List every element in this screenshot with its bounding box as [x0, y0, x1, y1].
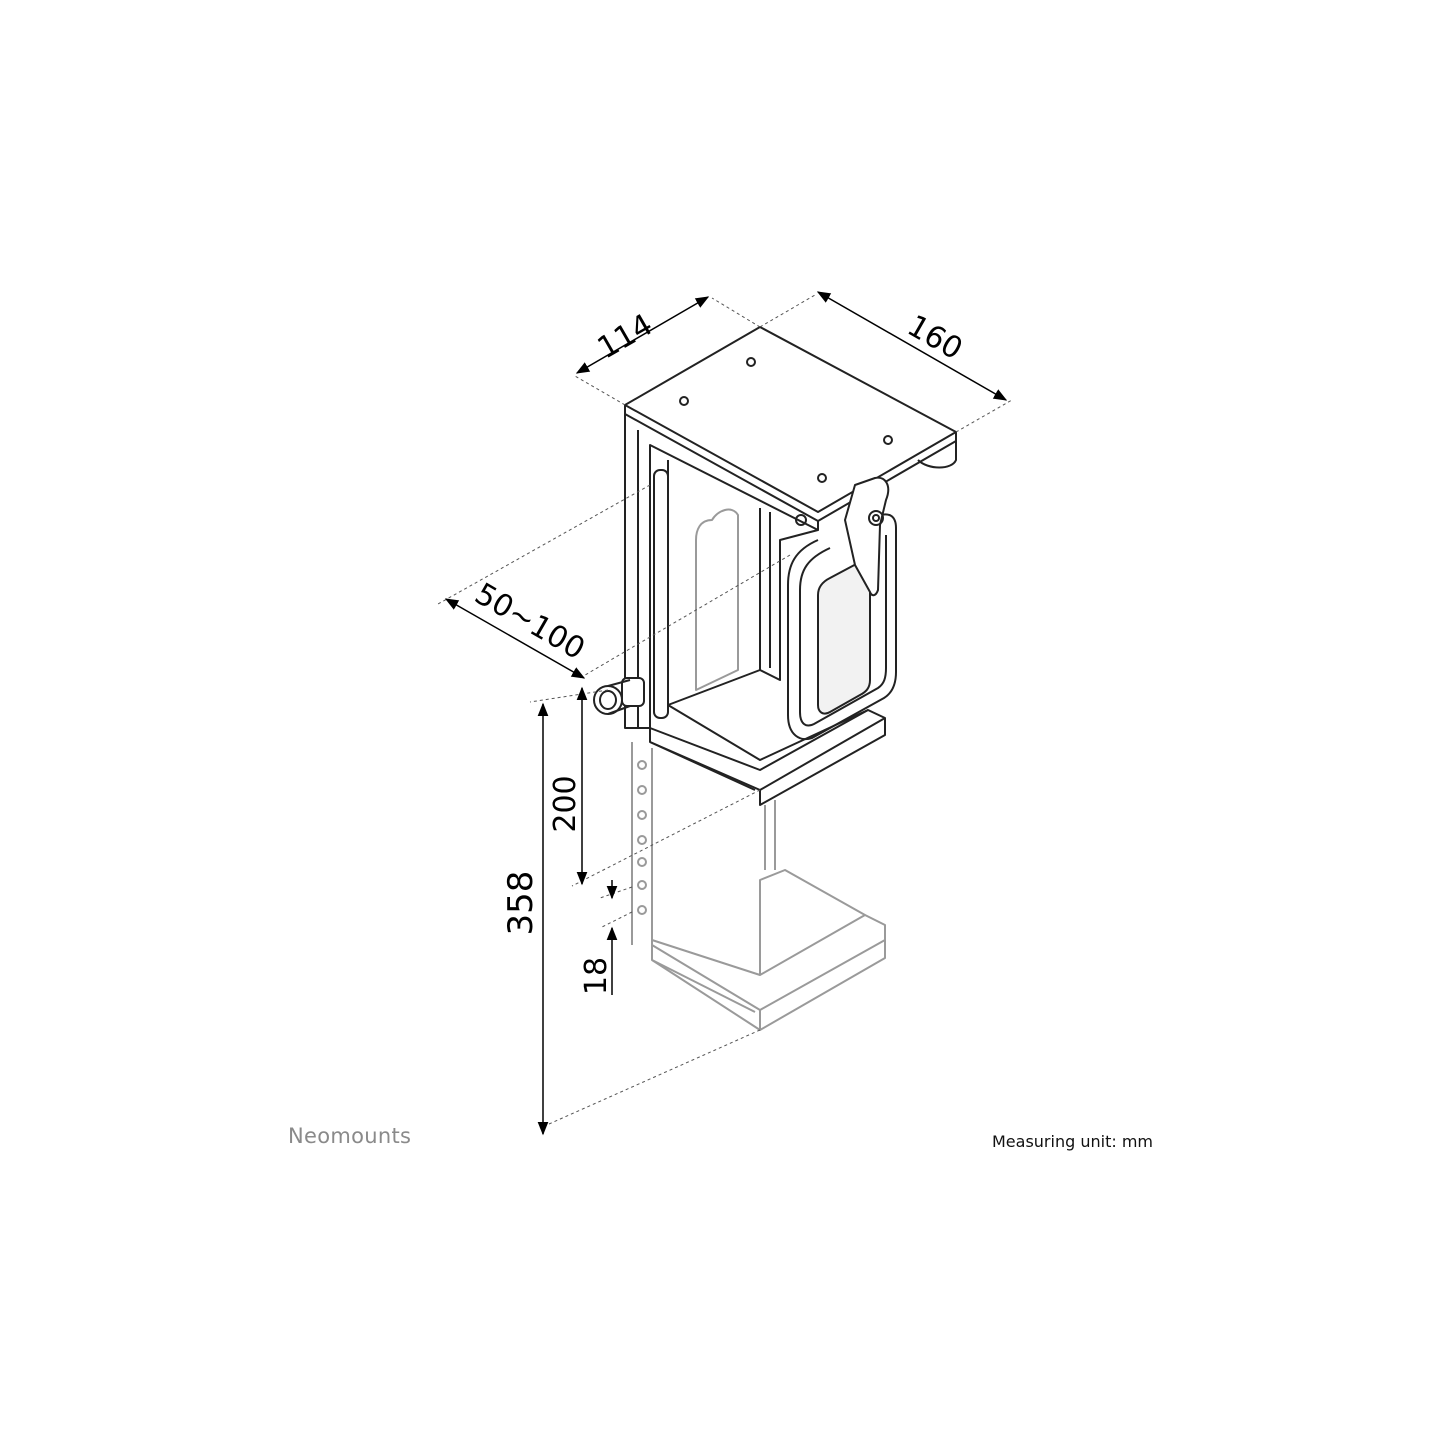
height-hole	[637, 857, 647, 867]
inner-back-wall	[667, 460, 819, 706]
clamp-pad	[817, 559, 871, 715]
height-hole	[637, 905, 647, 915]
dimension-arrows	[444, 291, 1008, 1136]
dim-arrow-160	[816, 291, 1008, 401]
height-hole	[637, 880, 647, 890]
dim-arrow-50-100	[444, 598, 586, 679]
extended-section	[631, 742, 886, 1031]
mount-hole	[746, 357, 756, 367]
dim-label-18: 18	[579, 957, 614, 995]
clamp-strap	[787, 513, 897, 740]
height-hole	[637, 835, 647, 845]
height-hole	[637, 810, 647, 820]
height-hole	[637, 760, 647, 770]
dim-label-358: 358	[501, 871, 541, 936]
dim-label-114: 114	[592, 307, 659, 366]
hinge-lever	[844, 476, 890, 597]
mount-hole	[679, 396, 689, 406]
bottom-shelf	[651, 914, 886, 1011]
dim-arrow-114	[575, 296, 710, 374]
mount-hole	[817, 473, 827, 483]
mount-hole	[883, 435, 893, 445]
top-right-lip	[917, 441, 957, 469]
top-plate	[624, 326, 957, 513]
left-side-plate	[624, 414, 819, 729]
inner-slot	[695, 508, 739, 691]
product-drawing	[593, 326, 957, 806]
height-hole	[637, 785, 647, 795]
dimension-lines	[437, 294, 1013, 1129]
measuring-unit-note: Measuring unit: mm	[992, 1132, 1153, 1151]
top-plate-thickness	[624, 405, 957, 522]
adjust-knob	[593, 677, 645, 715]
dim-label-200: 200	[548, 775, 583, 832]
side-slot	[653, 469, 669, 719]
brand-logo-text: Neomounts	[288, 1124, 412, 1148]
hinge-screw	[868, 510, 884, 526]
